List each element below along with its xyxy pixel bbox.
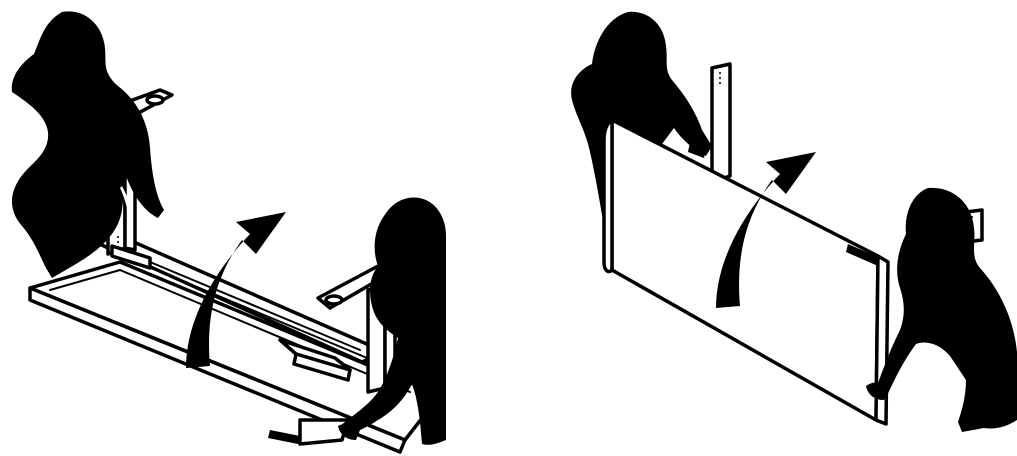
panel-tilt-desk bbox=[571, 12, 1017, 432]
panel-lift-desk bbox=[12, 11, 446, 452]
person-silhouette-left-a bbox=[12, 11, 164, 278]
desktop-tilted bbox=[604, 120, 888, 424]
